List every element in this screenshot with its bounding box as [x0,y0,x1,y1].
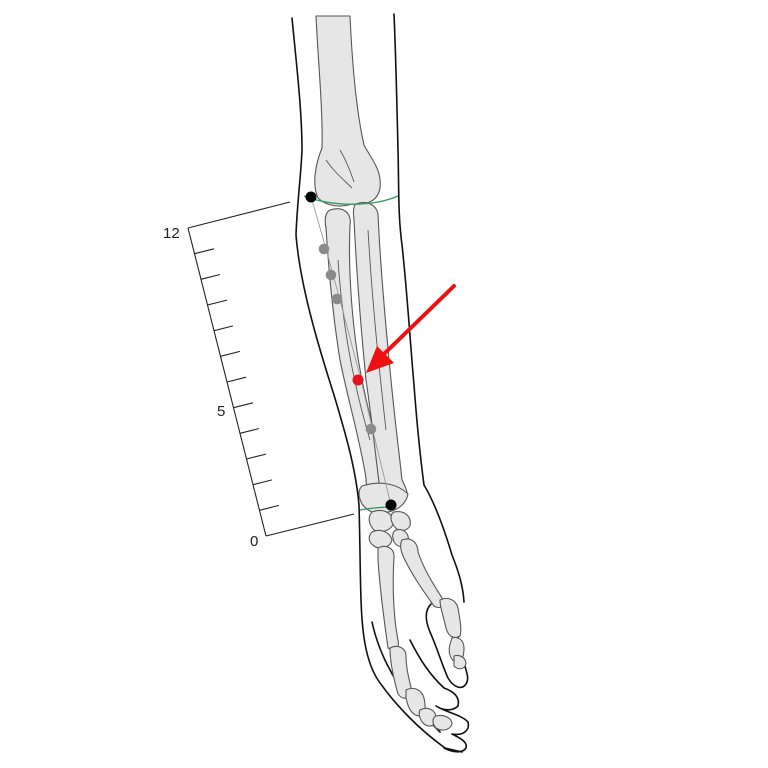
arm-outline-right [393,13,465,603]
scale-tick [259,504,280,511]
metacarpal-2 [400,538,444,609]
scale-tick [213,325,234,332]
carpal-bone-2 [390,511,411,532]
radius-shaft-line [367,229,387,431]
scale-tick [252,479,273,486]
finger-phalanx-4 [432,714,453,731]
wrist-crease-point [385,499,397,511]
arm-outline-left [291,17,463,753]
pointer-arrow [366,284,456,373]
bone-details [325,149,387,441]
humerus-condyle-line [325,159,353,189]
scale-label-bottom: 0 [250,533,258,550]
scale-label-mid: 5 [217,403,225,420]
scale-top-leader [187,201,291,229]
points [305,191,397,511]
scale-tick [207,299,228,306]
measurement-scale [187,201,355,537]
scale-tick [246,453,267,460]
target-point [352,374,364,386]
bones [314,15,467,731]
scale-label-top: 12 [163,225,180,242]
arrow-head [366,346,394,373]
secondary-point [365,423,377,435]
secondary-point [318,243,330,255]
fingers-outline [409,639,470,753]
elbow-crease-point [305,191,317,203]
finger-phalanx-3 [418,707,437,727]
secondary-point [331,293,343,305]
scale-tick [233,402,254,409]
arrow-shaft [380,284,456,358]
carpal-bone-3 [368,529,393,549]
thumb-tip-bone [453,654,467,670]
humerus [314,15,381,207]
scale-tick [200,273,221,280]
secondary-point [325,269,337,281]
scale-tick [220,350,241,357]
thumb-phalanx-1 [439,597,462,639]
scale-tick [226,376,247,383]
humerus-ridge-line [339,149,355,183]
ulna-shaft-line [337,259,371,441]
metacarpal-1 [377,545,399,651]
scale-tick [194,248,215,255]
scale-tick [239,427,260,434]
carpal-bone-1 [368,509,395,533]
scale-bottom-leader [265,513,355,537]
